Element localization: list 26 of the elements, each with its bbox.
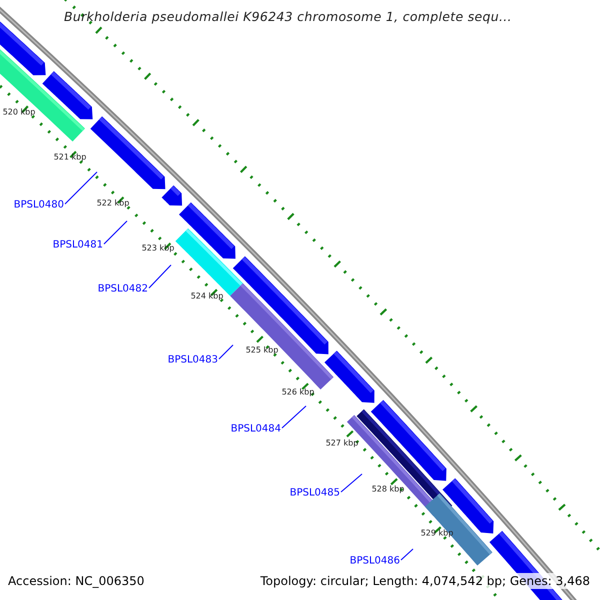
gene-label: BPSL0484 bbox=[230, 424, 281, 434]
gene-label: BPSL0483 bbox=[168, 354, 218, 366]
genome-summary-text: Topology: circular; Length: 4,074,542 bp; Genes: 3,468 bbox=[258, 573, 592, 589]
leader-line bbox=[340, 474, 362, 492]
gene-label: BPSL0482 bbox=[98, 284, 148, 294]
scale-label: 527 kbp bbox=[326, 438, 358, 448]
scale-label: 526 kbp bbox=[282, 388, 314, 396]
scale-label: 522 kbp bbox=[96, 198, 130, 208]
scale-label: 528 kbp bbox=[372, 484, 404, 494]
gene-label: BPSL0480 bbox=[14, 200, 64, 210]
leader-line bbox=[148, 264, 172, 288]
scale-label: 524 kbp bbox=[190, 292, 224, 300]
accession-text: Accession: NC_006350 bbox=[6, 573, 146, 589]
leader-line bbox=[104, 220, 128, 244]
gene-label: BPSL0481 bbox=[52, 240, 103, 250]
leader-line bbox=[282, 406, 306, 428]
gene-label: BPSL0485 bbox=[290, 488, 340, 498]
scale-label: 525 kbp bbox=[246, 346, 278, 354]
leader-line bbox=[218, 344, 234, 360]
scale-label: 523 kbp bbox=[142, 244, 174, 252]
scale-label: 521 kbp bbox=[54, 152, 86, 162]
map-title: Burkholderia pseudomallei K96243 chromosome 1, complete sequ... bbox=[64, 9, 512, 24]
leader-line bbox=[64, 172, 98, 204]
gene-label: BPSL0486 bbox=[350, 556, 400, 566]
scale-label: 520 kbp bbox=[2, 108, 36, 116]
leader-line bbox=[400, 548, 414, 560]
